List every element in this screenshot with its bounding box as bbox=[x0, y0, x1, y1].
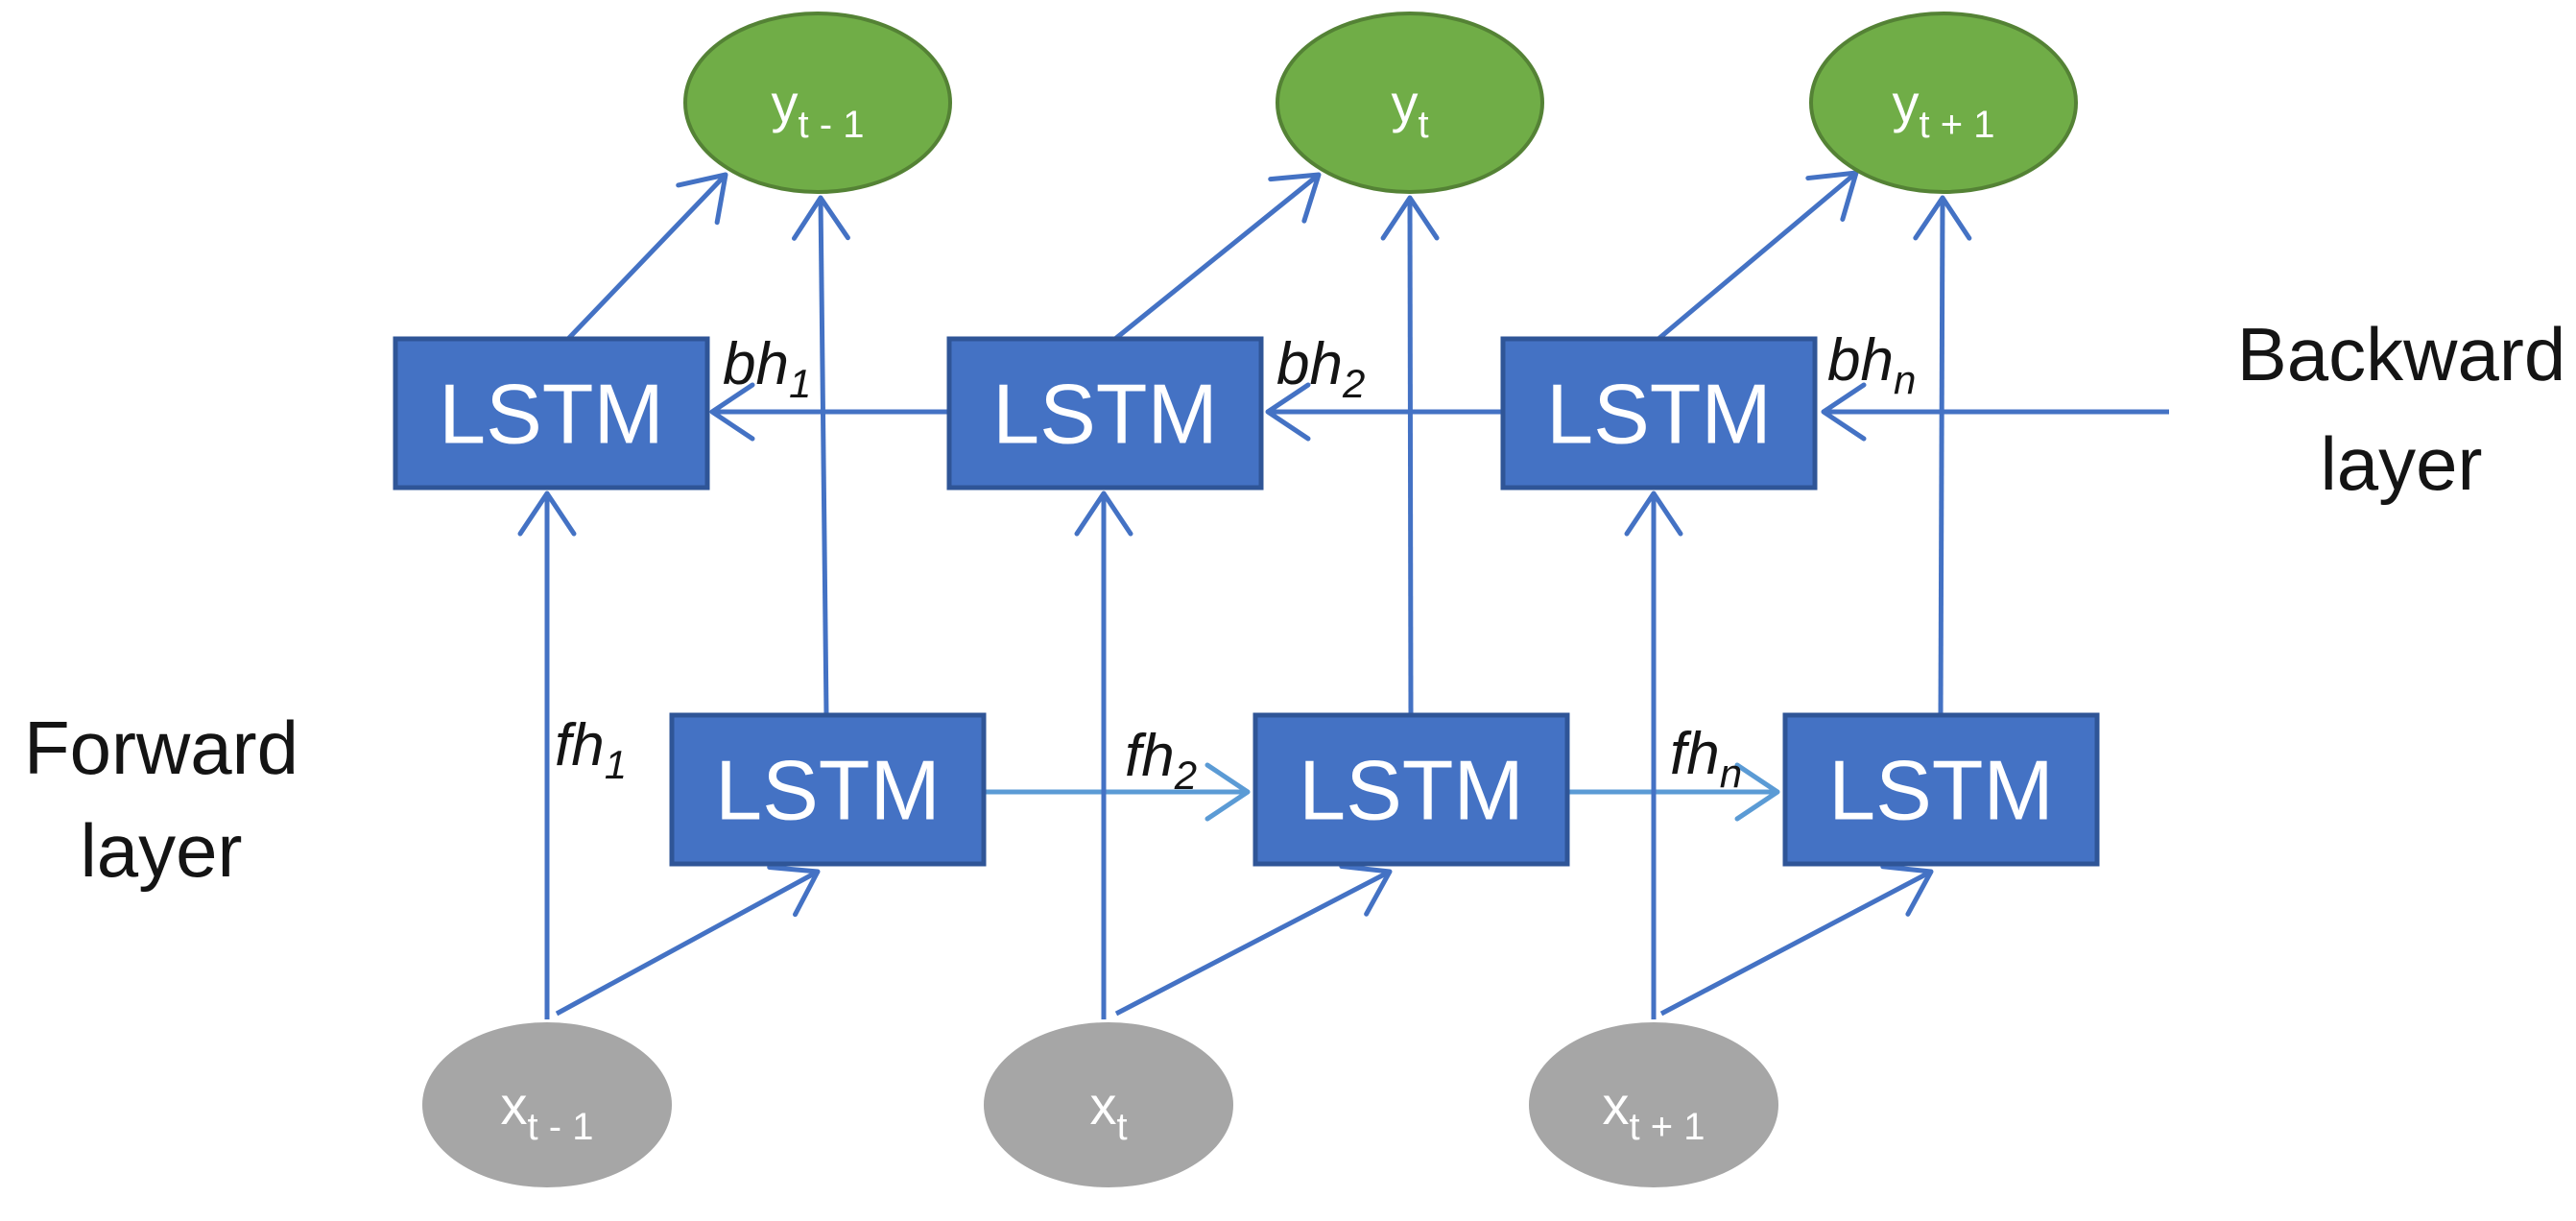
edge-backward3-output3 bbox=[1657, 170, 1859, 341]
input-x-t-plus-1: xt + 1 bbox=[1529, 1022, 1778, 1187]
lstm-forward-2-label: LSTM bbox=[1299, 743, 1524, 838]
lstm-forward-1: LSTM bbox=[669, 712, 987, 867]
label-bhn: bhn bbox=[1827, 327, 1916, 402]
lstm-backward-2-rect bbox=[946, 336, 1264, 491]
input-x-t-plus-1-shape bbox=[1529, 1022, 1778, 1187]
label-fh1: fh1 bbox=[555, 712, 627, 787]
output-y-t-shape bbox=[1276, 12, 1544, 194]
output-y-t-plus-1-shape bbox=[1809, 12, 2078, 194]
input-x-t-minus-1: xt - 1 bbox=[422, 1022, 672, 1187]
lstm-forward-1-label: LSTM bbox=[715, 743, 941, 838]
label-fh2: fh2 bbox=[1125, 723, 1197, 798]
output-y-t-label: yt bbox=[1391, 73, 1428, 146]
lstm-forward-3: LSTM bbox=[1782, 712, 2100, 867]
input-x-t-minus-1-label: xt - 1 bbox=[501, 1075, 594, 1148]
lstm-backward-3-rect bbox=[1500, 336, 1818, 491]
output-y-t-minus-1-shape bbox=[683, 12, 952, 194]
edge-input2-forward2 bbox=[1114, 864, 1393, 1017]
label-bh1: bh1 bbox=[723, 331, 811, 406]
edge-input3-forward3 bbox=[1659, 864, 1934, 1017]
input-x-t-shape bbox=[984, 1022, 1233, 1187]
output-y-t: yt bbox=[1276, 12, 1544, 194]
output-y-t-plus-1: yt + 1 bbox=[1809, 12, 2078, 194]
edge-forward3-output3 bbox=[1913, 195, 1972, 716]
edge-forward1-output1 bbox=[791, 195, 850, 716]
label-fhn: fhn bbox=[1670, 721, 1742, 796]
output-y-t-minus-1-label: yt - 1 bbox=[772, 73, 865, 146]
input-x-t-label: xt bbox=[1089, 1075, 1127, 1148]
lstm-backward-2: LSTM bbox=[946, 336, 1264, 491]
edge-input1-forward1 bbox=[555, 864, 821, 1017]
lstm-forward-2-rect bbox=[1252, 712, 1570, 867]
output-y-t-minus-1: yt - 1 bbox=[683, 12, 952, 194]
lstm-forward-3-rect bbox=[1782, 712, 2100, 867]
lstm-backward-3-label: LSTM bbox=[1546, 367, 1772, 462]
input-x-t: xt bbox=[984, 1022, 1233, 1187]
lstm-forward-1-rect bbox=[669, 712, 987, 867]
input-x-t-minus-1-shape bbox=[422, 1022, 672, 1187]
input-x-t-plus-1-label: xt + 1 bbox=[1603, 1075, 1705, 1148]
output-y-t-plus-1-label: yt + 1 bbox=[1893, 73, 1995, 146]
lstm-backward-1: LSTM bbox=[393, 336, 710, 491]
lstm-backward-3: LSTM bbox=[1500, 336, 1818, 491]
lstm-forward-3-label: LSTM bbox=[1828, 743, 2054, 838]
lstm-backward-1-label: LSTM bbox=[439, 367, 664, 462]
lstm-backward-1-rect bbox=[393, 336, 710, 491]
edge-backward1-output1 bbox=[566, 172, 728, 341]
edge-backward2-output2 bbox=[1113, 172, 1322, 341]
lstm-forward-2: LSTM bbox=[1252, 712, 1570, 867]
lstm-backward-2-label: LSTM bbox=[992, 367, 1218, 462]
label-bh2: bh2 bbox=[1276, 331, 1365, 406]
edge-forward2-output2 bbox=[1380, 195, 1440, 716]
